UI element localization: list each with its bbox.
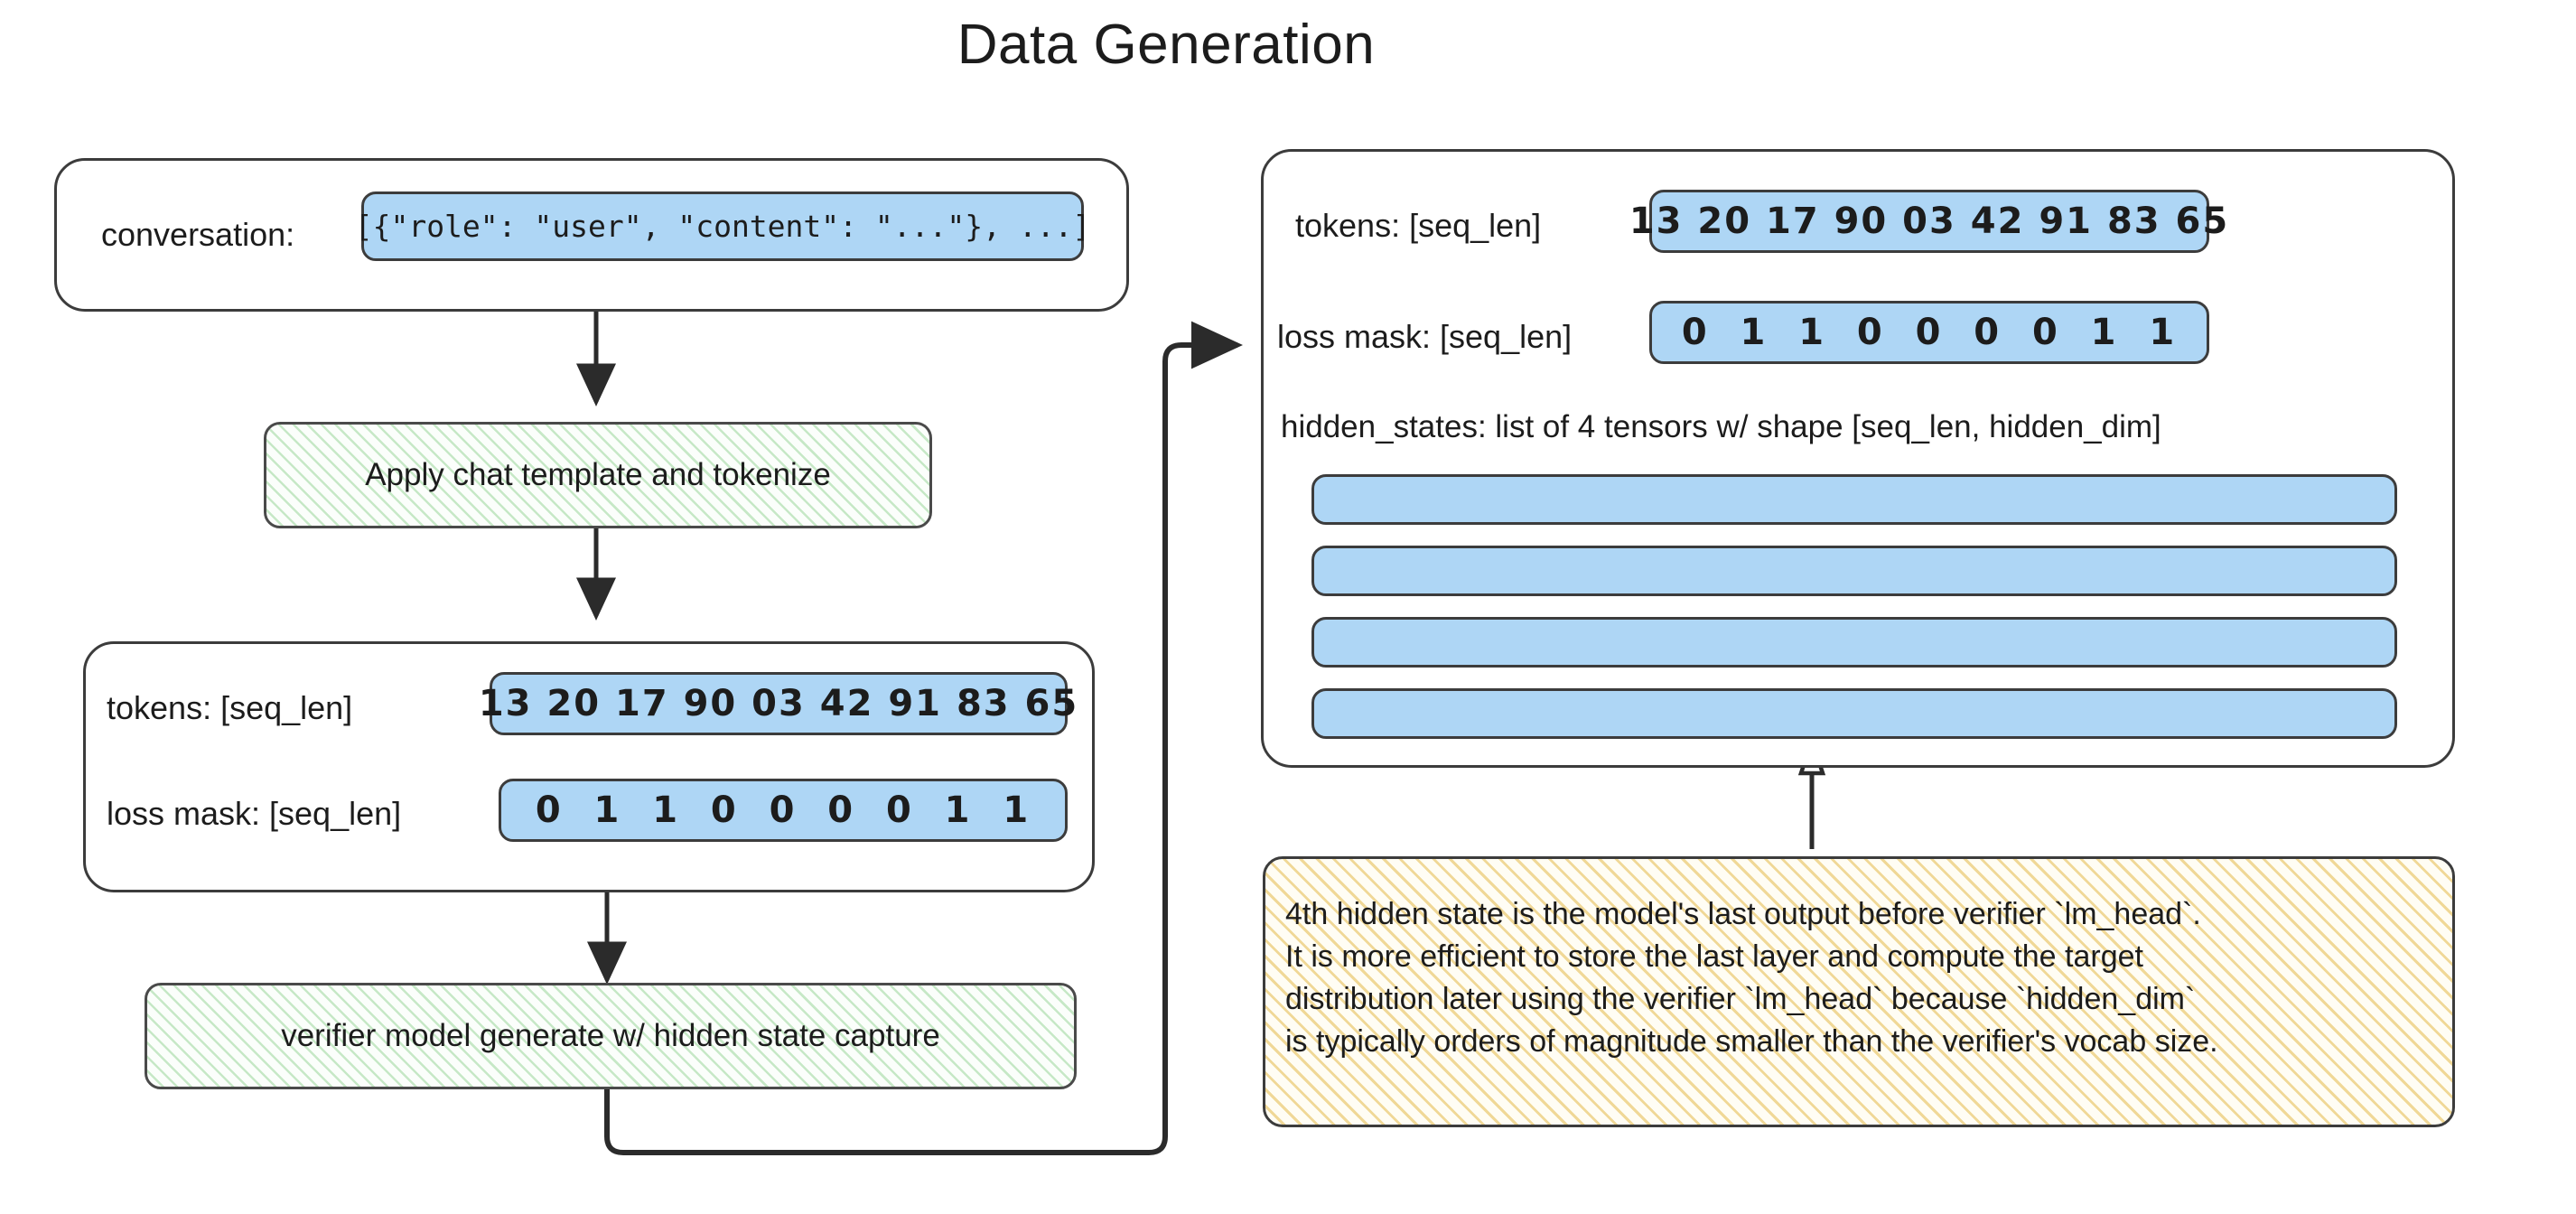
left-tokens-pill: 13 20 17 90 03 42 91 83 65 bbox=[479, 672, 1077, 735]
hidden-state-note-text: 4th hidden state is the model's last out… bbox=[1285, 897, 2218, 1059]
hidden-state-bar-4 bbox=[1311, 688, 2397, 739]
hidden-states-label: hidden_states: list of 4 tensors w/ shap… bbox=[1281, 409, 2161, 444]
hidden-state-note: 4th hidden state is the model's last out… bbox=[1263, 856, 2455, 1127]
hidden-state-bar-1 bbox=[1311, 474, 2397, 525]
conversation-value-pill: [{"role": "user", "content": "..."}, ...… bbox=[355, 191, 1090, 261]
output-loss-mask-label: loss mask: [seq_len] bbox=[1277, 318, 1573, 355]
left-tokens-label: tokens: [seq_len] bbox=[107, 689, 353, 726]
hidden-state-bar-3 bbox=[1311, 617, 2397, 668]
output-tokens-pill: 13 20 17 90 03 42 91 83 65 bbox=[1629, 190, 2227, 253]
left-loss-mask-label: loss mask: [seq_len] bbox=[107, 795, 402, 832]
output-loss-mask-pill: 0 1 1 0 0 0 0 1 1 bbox=[1649, 301, 2209, 364]
verifier-generate-box: verifier model generate w/ hidden state … bbox=[145, 983, 1077, 1089]
left-loss-mask-pill: 0 1 1 0 0 0 0 1 1 bbox=[499, 779, 1068, 842]
conversation-label: conversation: bbox=[101, 216, 295, 253]
apply-chat-template-box: Apply chat template and tokenize bbox=[264, 422, 932, 528]
output-tokens-label: tokens: [seq_len] bbox=[1295, 207, 1542, 244]
page-title: Data Generation bbox=[957, 14, 1376, 76]
hidden-state-bar-2 bbox=[1311, 546, 2397, 596]
